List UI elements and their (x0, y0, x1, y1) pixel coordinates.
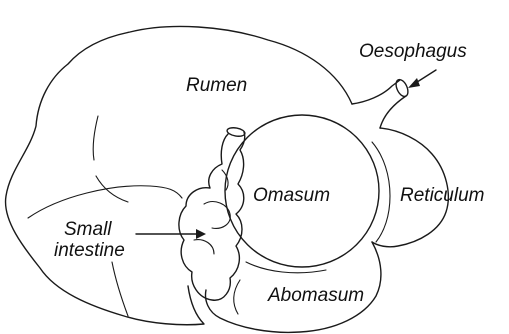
rumen-label: Rumen (186, 76, 247, 96)
small-intestine-end (226, 126, 245, 137)
abomasum-fold-2 (234, 280, 240, 314)
rumen-fold-1 (93, 116, 98, 160)
omasum-label: Omasum (253, 186, 330, 206)
rumen-fold-3 (28, 186, 182, 218)
oesophagus-outline (352, 80, 406, 128)
small-intestine-label-line1: Small (64, 220, 112, 240)
rumen-fold-4 (112, 262, 128, 316)
reticulum-inner (372, 142, 390, 242)
small-intestine-arrowhead (196, 229, 206, 239)
small-intestine-outline (179, 132, 245, 300)
rumen-outline (6, 26, 352, 324)
oesophagus-opening (394, 78, 411, 99)
small-intestine-label-line2: intestine (54, 241, 125, 261)
oesophagus-label: Oesophagus (359, 42, 467, 62)
abomasum-label: Abomasum (268, 286, 364, 306)
reticulum-label: Reticulum (400, 186, 484, 206)
abomasum-fold-1 (246, 262, 326, 273)
small-intestine-coil-2 (194, 240, 214, 254)
rumen-fold-2 (96, 176, 128, 202)
oesophagus-arrowhead (408, 78, 420, 88)
